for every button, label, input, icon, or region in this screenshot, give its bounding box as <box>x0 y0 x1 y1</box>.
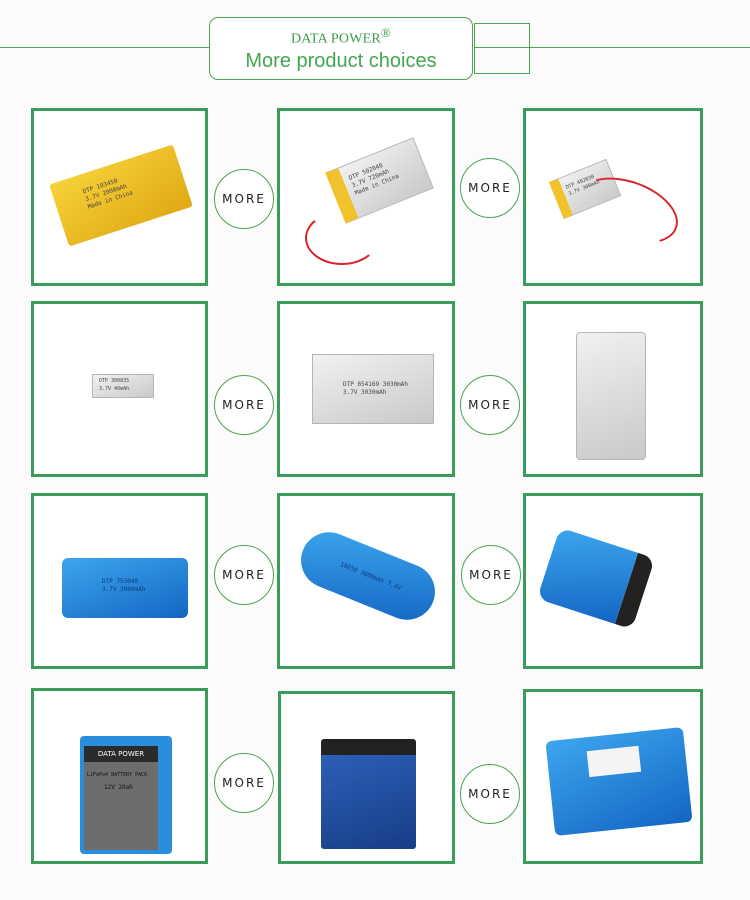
battery-image <box>321 739 416 849</box>
product-card-11[interactable] <box>278 691 455 864</box>
product-card-10[interactable]: DATA POWER LiFePo4 BATTERY PACK 12V 20ah <box>31 688 208 864</box>
more-button[interactable]: MORE <box>214 169 274 229</box>
product-card-7[interactable]: DTP 753040 3.7V 3000mAh <box>31 493 208 669</box>
more-button[interactable]: MORE <box>461 545 521 605</box>
header-decoration-box <box>474 23 530 74</box>
wire <box>305 211 379 265</box>
product-card-2[interactable]: DTP 502040 3.7V 720mAh Made in China <box>277 108 455 286</box>
battery-image <box>536 527 656 630</box>
header-line-right <box>530 47 750 48</box>
battery-image: DTP 300835 3.7V 40mAh <box>92 374 154 398</box>
product-card-5[interactable]: DTP 654169 3030mAh 3.7V 3030mAh <box>277 301 455 477</box>
battery-image: DATA POWER LiFePo4 BATTERY PACK 12V 20ah <box>80 736 172 854</box>
more-button[interactable]: MORE <box>460 764 520 824</box>
header-banner: DATA POWER® More product choices <box>209 17 473 80</box>
battery-image: 18650 3000mAh 7.4V <box>292 523 444 629</box>
more-button[interactable]: MORE <box>214 545 274 605</box>
product-card-12[interactable] <box>523 689 703 864</box>
product-card-9[interactable] <box>523 493 703 669</box>
page-title: More product choices <box>245 49 437 72</box>
battery-image <box>545 727 693 836</box>
product-card-1[interactable]: DTP 103450 3.7V 2000mAh Made in China <box>31 108 208 286</box>
more-button[interactable]: MORE <box>214 753 274 813</box>
more-button[interactable]: MORE <box>460 158 520 218</box>
product-card-4[interactable]: DTP 300835 3.7V 40mAh <box>31 301 208 477</box>
product-card-6[interactable] <box>523 301 703 477</box>
product-card-3[interactable]: DTP 402030 3.7V 300mAh <box>523 108 703 286</box>
battery-image: DTP 103450 3.7V 2000mAh Made in China <box>49 144 193 247</box>
battery-image: DTP 753040 3.7V 3000mAh <box>62 558 188 618</box>
product-card-8[interactable]: 18650 3000mAh 7.4V <box>277 493 455 669</box>
more-button[interactable]: MORE <box>214 375 274 435</box>
brand-name: DATA POWER® <box>290 25 391 47</box>
battery-image <box>576 332 646 460</box>
more-button[interactable]: MORE <box>460 375 520 435</box>
battery-image: DTP 654169 3030mAh 3.7V 3030mAh <box>312 354 434 424</box>
header-line-left <box>0 47 209 48</box>
